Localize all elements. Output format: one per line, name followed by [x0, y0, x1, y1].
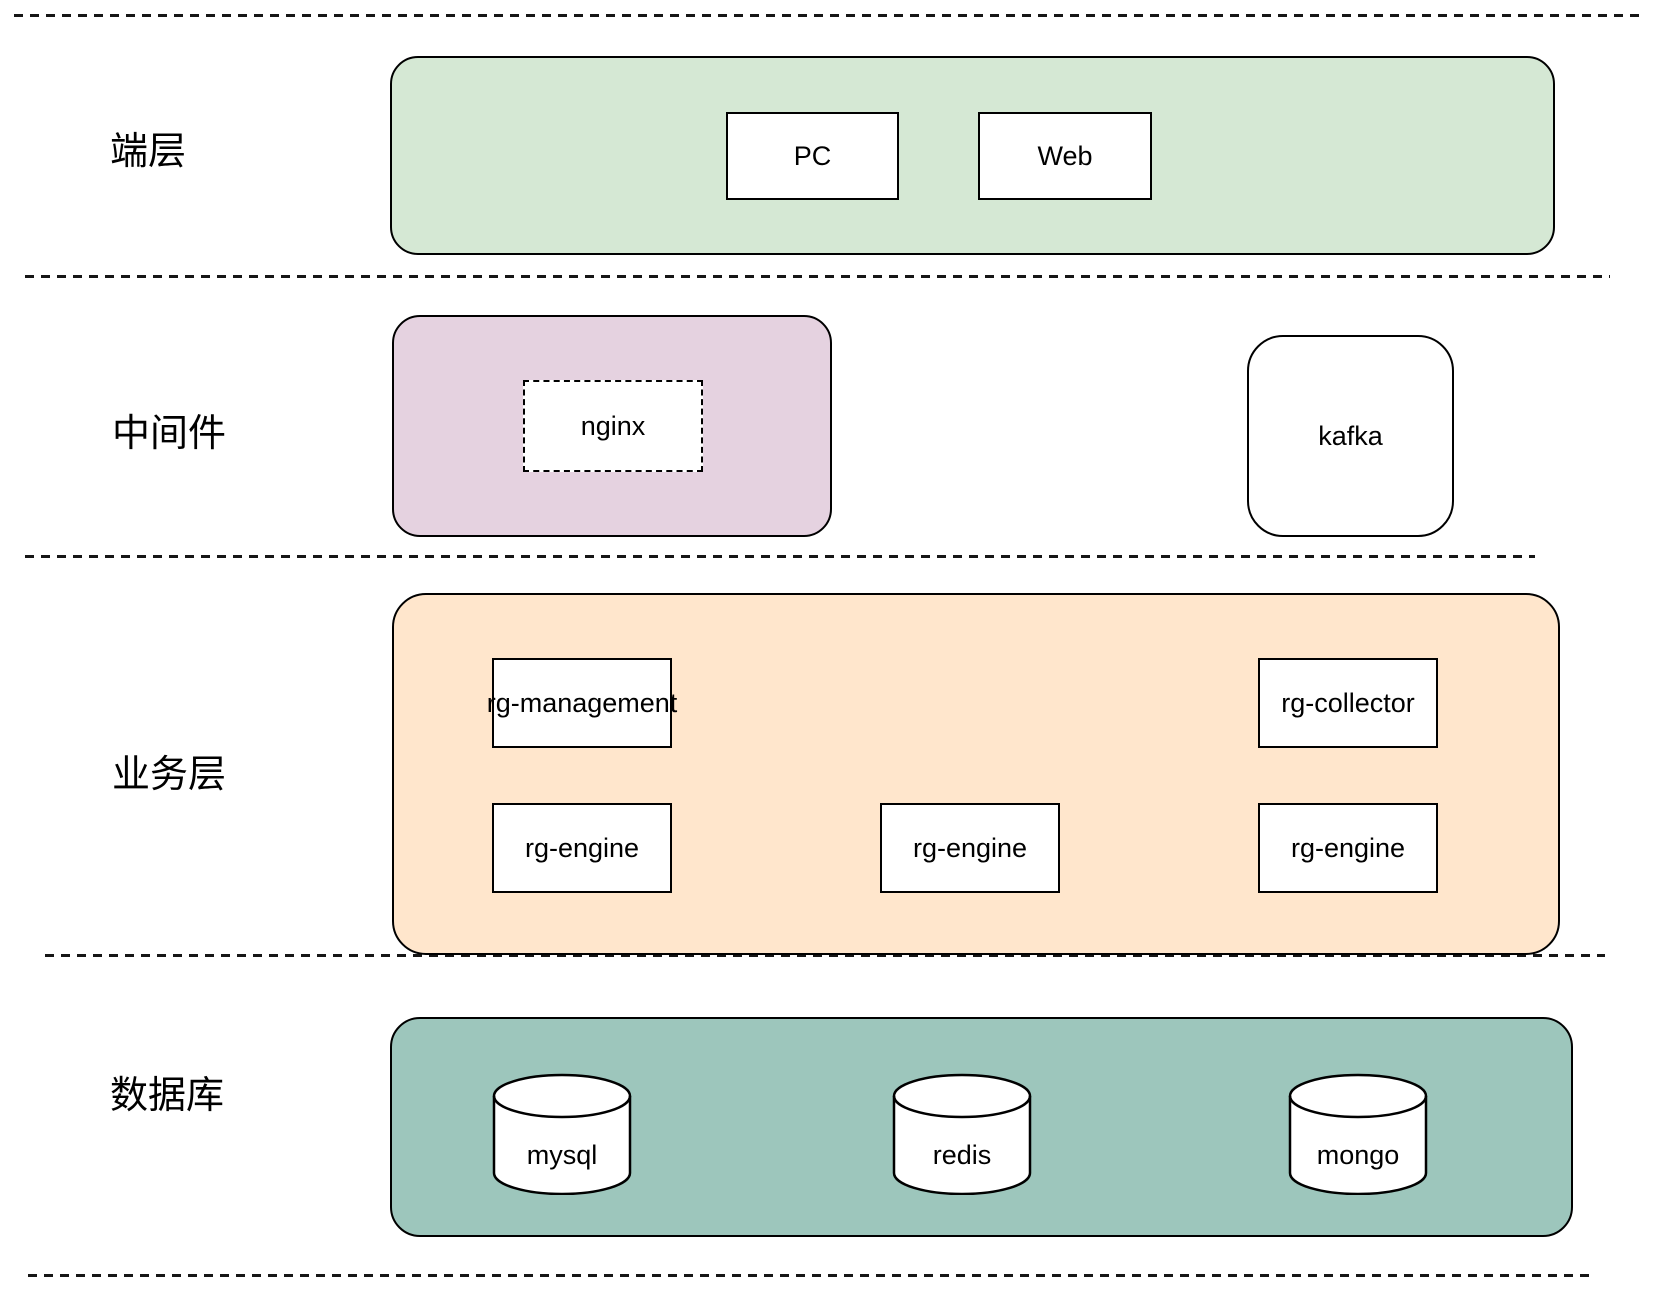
database-layer-label: 数据库 — [110, 1075, 225, 1117]
database-cylinder-icon — [1288, 1073, 1428, 1195]
database-cylinder-icon — [892, 1073, 1032, 1195]
node-mysql: mysql — [492, 1073, 632, 1195]
node-kafka: kafka — [1247, 335, 1454, 537]
terminal-layer-label: 端层 — [110, 131, 187, 173]
business-layer-label: 业务层 — [112, 754, 227, 796]
layer-separator-4 — [45, 954, 1605, 957]
database-cylinder-icon — [492, 1073, 632, 1195]
layer-separator-3 — [25, 555, 1535, 558]
layer-separator-5 — [28, 1274, 1595, 1277]
middleware-layer-label: 中间件 — [112, 413, 227, 455]
node-redis: redis — [892, 1073, 1032, 1195]
node-rg-collector: rg-collector — [1258, 658, 1438, 748]
mongo-label: mongo — [1316, 1139, 1400, 1170]
node-web: Web — [978, 112, 1152, 200]
layer-separator-2 — [25, 275, 1610, 278]
node-rg-engine-1: rg-engine — [492, 803, 672, 893]
node-rg-management: rg-management — [487, 658, 677, 748]
node-pc: PC — [726, 112, 899, 200]
layer-separator-1 — [14, 14, 1640, 17]
node-rg-engine-3: rg-engine — [1258, 803, 1438, 893]
node-rg-engine-2: rg-engine — [880, 803, 1060, 893]
node-nginx: nginx — [523, 380, 703, 472]
terminal-layer-container — [390, 56, 1555, 255]
business-layer-container — [392, 593, 1560, 955]
mysql-label: mysql — [526, 1139, 598, 1170]
redis-label: redis — [932, 1139, 992, 1170]
node-mongo: mongo — [1288, 1073, 1428, 1195]
